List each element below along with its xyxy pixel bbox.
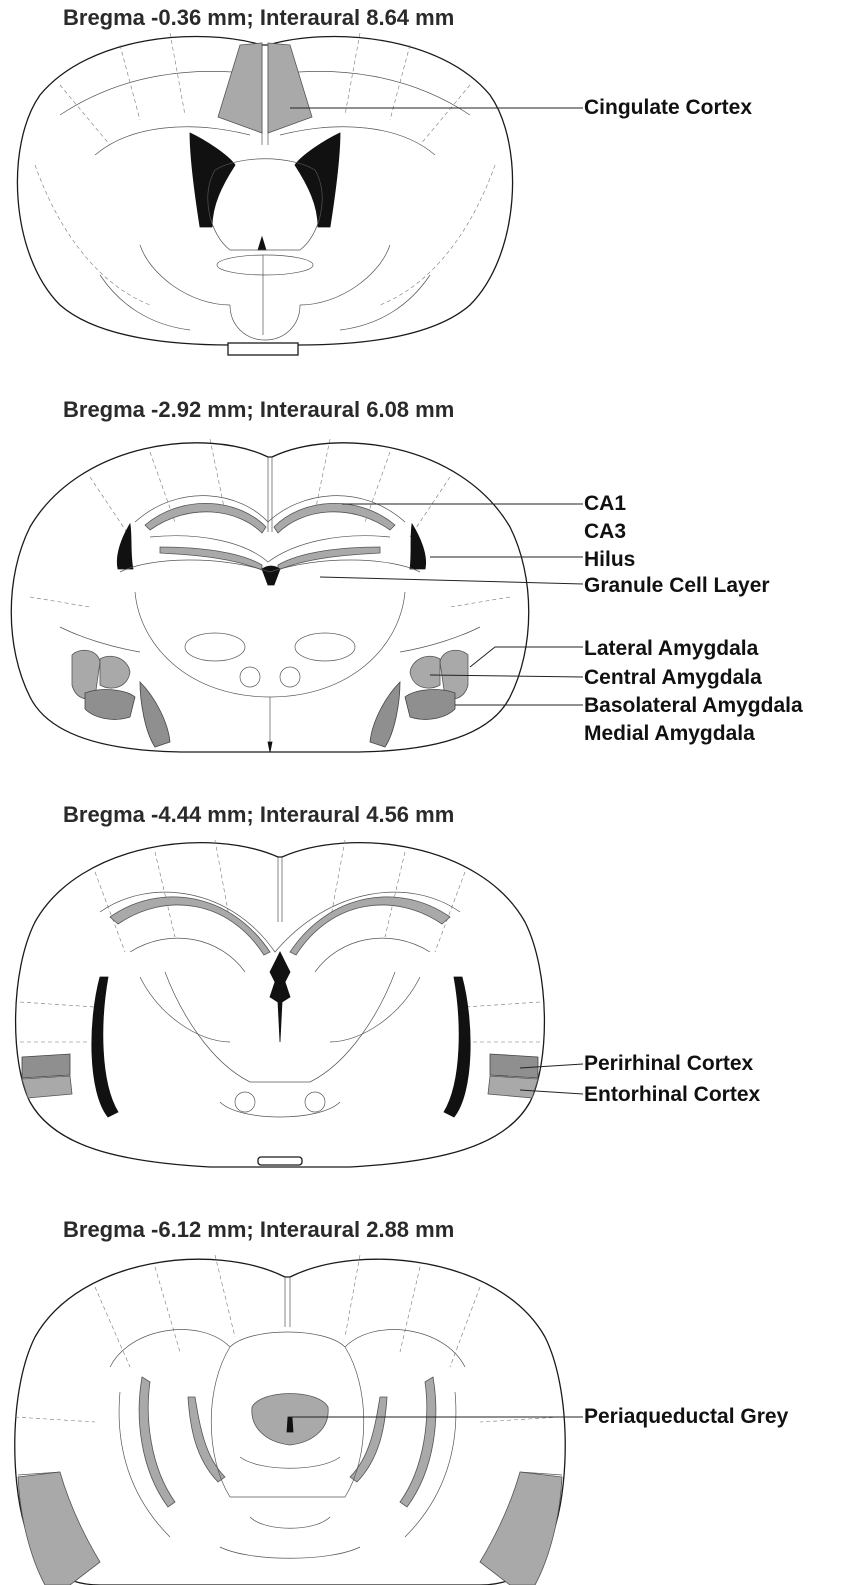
label-lateral-amygdala: Lateral Amygdala [584, 638, 758, 659]
entorhinal-cortex-left [22, 1076, 72, 1098]
perirhinal-cortex-right [490, 1054, 538, 1078]
label-perirhinal-cortex: Perirhinal Cortex [584, 1053, 753, 1074]
label-granule-cell-layer: Granule Cell Layer [584, 575, 770, 596]
label-periaqueductal-grey: Periaqueductal Grey [584, 1406, 788, 1427]
section-1-diagram [0, 5, 861, 365]
section-3-diagram [0, 802, 861, 1177]
brain-section-2: Bregma -2.92 mm; Interaural 6.08 mm [0, 397, 861, 772]
label-medial-amygdala: Medial Amygdala [584, 723, 755, 744]
label-central-amygdala: Central Amygdala [584, 667, 762, 688]
section-4-diagram [0, 1217, 861, 1585]
brain-section-3: Bregma -4.44 mm; Interaural 4.56 mm Peri… [0, 802, 861, 1177]
label-ca3: CA3 [584, 521, 626, 542]
label-ca1: CA1 [584, 493, 626, 514]
label-entorhinal-cortex: Entorhinal Cortex [584, 1084, 760, 1105]
brain-section-4: Bregma -6.12 mm; Interaural 2.88 mm Peri… [0, 1217, 861, 1585]
brain-section-1: Bregma -0.36 mm; Interaural 8.64 mm Cing… [0, 5, 861, 365]
perirhinal-cortex-left [22, 1054, 70, 1078]
label-cingulate-cortex: Cingulate Cortex [584, 97, 752, 118]
entorhinal-cortex-right [488, 1076, 538, 1098]
label-hilus: Hilus [584, 549, 635, 570]
label-basolateral-amygdala: Basolateral Amygdala [584, 695, 803, 716]
section-1-outline [17, 37, 512, 345]
